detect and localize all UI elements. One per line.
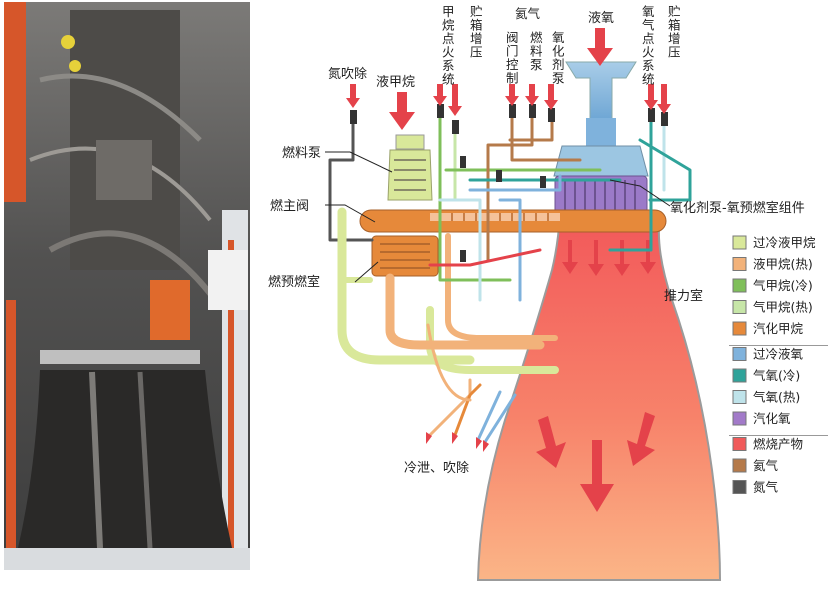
legend-label: 汽化甲烷 [753,321,804,336]
legend-swatch [732,257,747,271]
legend-swatch [732,321,747,336]
legend-label: 氮气 [753,480,779,495]
fuel-pump-body [387,149,433,201]
legend-item: 气甲烷(热) [732,300,813,315]
inlet-arrows [346,28,671,130]
lox-inlet [565,61,637,121]
legend-item: 液甲烷(热) [732,257,813,272]
leader-lines [325,151,671,283]
pipe-network [328,108,692,444]
legend-swatch [732,278,747,293]
valve-markers [350,104,668,262]
fuel-preburner-block [371,235,439,277]
label-thrust-chamber: 推力室 [664,288,703,304]
legend-swatch [732,437,747,451]
legend-swatch [732,347,747,361]
legend-item: 气氧(热) [732,390,800,405]
legend-swatch [732,368,747,383]
legend-item: 汽化甲烷 [732,321,804,336]
label-fuel-pump: 燃料泵 [282,145,321,161]
label-cooling-purge: 冷泄、吹除 [404,461,469,476]
legend-label: 氦气 [753,458,779,473]
label-fuel-pump-vertical: 燃料泵 [530,30,543,72]
legend-swatch [732,390,747,404]
label-oxygen-ignition: 氧气点火系统 [642,4,655,87]
label-tank-pressurization-oxygen: 贮箱增压 [668,4,681,60]
legend-item: 气氧(冷) [732,368,800,383]
legend-item: 气甲烷(冷) [732,278,813,293]
legend-swatch [732,411,747,426]
legend-item: 过冷液甲烷 [732,235,816,250]
engine-photo [4,2,250,570]
legend-label: 液甲烷(热) [753,257,813,272]
label-tank-pressurization-methane: 贮箱增压 [470,4,483,60]
label-liquid-oxygen: 液氧 [588,11,614,26]
legend-label: 过冷液甲烷 [753,235,816,250]
label-ox-pump-assembly: 氧化剂泵-氧预燃室组件 [670,200,805,216]
thrust-chamber-nozzle [476,214,722,581]
label-methane-ignition: 甲烷点火系统 [442,4,455,87]
label-oxidizer-pump-vertical: 氧化剂泵 [552,30,565,86]
ox-preburner-block [554,175,648,215]
label-fuel-preburner: 燃预燃室 [268,274,320,290]
legend-swatch [732,480,747,494]
legend-item: 氦气 [732,458,779,473]
schematic-diagram: 氮吹除 液甲烷 液氧 燃料泵 燃主阀 燃预燃室 氧化剂泵-氧预燃室组件 推力室 … [268,4,805,581]
legend-item: 氮气 [732,480,779,495]
legend-swatch [732,458,747,473]
label-nitrogen-purge: 氮吹除 [328,67,367,82]
label-helium: 氦气 [515,6,541,21]
label-liquid-methane: 液甲烷 [376,75,415,90]
combustion-flow-arrows [536,240,656,512]
legend-swatch [732,300,747,314]
legend-item: 汽化氧 [732,411,791,426]
label-valve-control: 阀门控制 [506,30,519,86]
label-main-fuel-valve: 燃主阀 [270,198,309,214]
legend-swatch [732,235,747,250]
outlet-arrows [426,432,489,452]
legend-label: 燃烧产物 [753,437,803,452]
legend-label: 汽化氧 [753,411,791,426]
legend-item: 过冷液氧 [732,347,804,362]
legend-label: 气氧(冷) [753,368,800,383]
legend-label: 气甲烷(冷) [753,278,813,293]
legend-label: 气甲烷(热) [753,300,813,315]
legend-label: 气氧(热) [753,390,800,405]
legend-item: 燃烧产物 [732,437,803,452]
legend-label: 过冷液氧 [753,347,804,362]
